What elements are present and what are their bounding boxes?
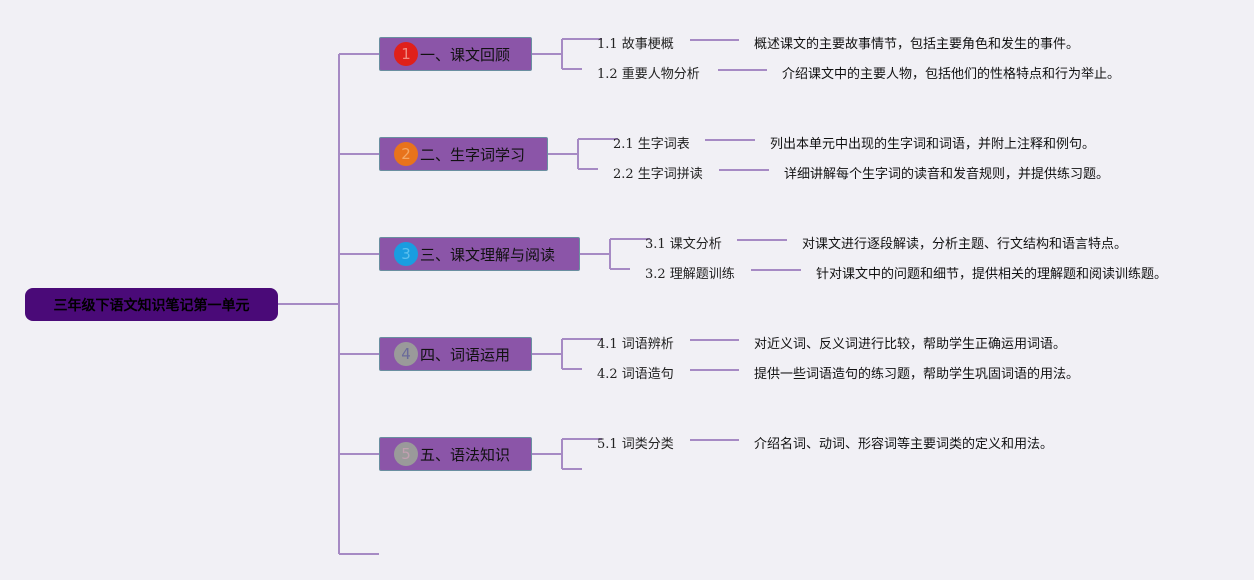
number-badge-icon: 4 <box>394 342 418 366</box>
leaf-label-3-1[interactable]: 3.1 课文分析 <box>645 237 722 252</box>
leaf-desc-2-2[interactable]: 详细讲解每个生字词的读音和发音规则，并提供练习题。 <box>784 167 1110 182</box>
root-node[interactable]: 三年级下语文知识笔记第一单元 <box>25 288 278 321</box>
leaf-desc-4-2[interactable]: 提供一些词语造句的练习题，帮助学生巩固词语的用法。 <box>754 367 1080 382</box>
leaf-label-2-1[interactable]: 2.1 生字词表 <box>613 137 690 152</box>
leaf-desc-5-1[interactable]: 介绍名词、动词、形容词等主要词类的定义和用法。 <box>754 437 1054 452</box>
leaf-desc-1-1[interactable]: 概述课文的主要故事情节，包括主要角色和发生的事件。 <box>754 37 1080 52</box>
branch-label: 一、课文回顾 <box>420 45 511 64</box>
leaf-desc-3-2[interactable]: 针对课文中的问题和细节，提供相关的理解题和阅读训练题。 <box>816 267 1168 282</box>
leaf-label-5-1[interactable]: 5.1 词类分类 <box>597 437 674 452</box>
leaf-label-2-2[interactable]: 2.2 生字词拼读 <box>613 167 703 182</box>
number-badge-icon: 2 <box>394 142 418 166</box>
root-title: 三年级下语文知识笔记第一单元 <box>53 297 250 314</box>
branch-label: 四、词语运用 <box>420 345 511 364</box>
leaf-desc-4-1[interactable]: 对近义词、反义词进行比较，帮助学生正确运用词语。 <box>754 337 1067 352</box>
leaf-label-3-2[interactable]: 3.2 理解题训练 <box>645 267 735 282</box>
leaf-label-1-2[interactable]: 1.2 重要人物分析 <box>597 67 700 82</box>
branch-node-3[interactable]: 3 三、课文理解与阅读 <box>379 237 580 271</box>
branch-label: 二、生字词学习 <box>420 145 526 164</box>
leaf-label-4-1[interactable]: 4.1 词语辨析 <box>597 337 674 352</box>
number-badge-icon: 5 <box>394 442 418 466</box>
leaf-label-4-2[interactable]: 4.2 词语造句 <box>597 367 674 382</box>
branch-node-4[interactable]: 4 四、词语运用 <box>379 337 532 371</box>
branch-node-1[interactable]: 1 一、课文回顾 <box>379 37 532 71</box>
leaf-desc-2-1[interactable]: 列出本单元中出现的生字词和词语，并附上注释和例句。 <box>770 137 1096 152</box>
branch-node-5[interactable]: 5 五、语法知识 <box>379 437 532 471</box>
branch-node-2[interactable]: 2 二、生字词学习 <box>379 137 548 171</box>
branch-label: 五、语法知识 <box>420 445 511 464</box>
leaf-desc-1-2[interactable]: 介绍课文中的主要人物，包括他们的性格特点和行为举止。 <box>782 67 1121 82</box>
leaf-label-1-1[interactable]: 1.1 故事梗概 <box>597 37 674 52</box>
branch-label: 三、课文理解与阅读 <box>420 245 556 264</box>
number-badge-icon: 3 <box>394 242 418 266</box>
number-badge-icon: 1 <box>394 42 418 66</box>
leaf-desc-3-1[interactable]: 对课文进行逐段解读，分析主题、行文结构和语言特点。 <box>802 237 1128 252</box>
